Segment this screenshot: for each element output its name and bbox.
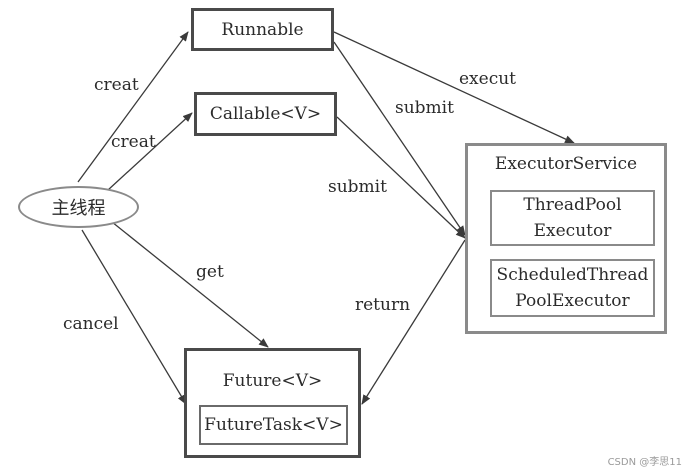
future-task-label: FutureTask<V> [204, 415, 343, 435]
arrow-cancel [81, 229, 187, 405]
arrow-get [111, 221, 269, 348]
edge-label-creat-runnable: creat [94, 75, 139, 95]
thread-pool-executor-line1: ThreadPool [523, 195, 622, 215]
main-thread-node: 主线程 [18, 186, 139, 228]
edge-label-return: return [355, 295, 411, 315]
executor-service-label: ExecutorService [494, 154, 638, 174]
edge-label-get: get [196, 262, 224, 282]
thread-pool-executor-line2: Executor [533, 221, 612, 241]
arrow-return [361, 239, 466, 405]
scheduled-executor-line1: ScheduledThread [496, 265, 649, 285]
edge-label-submit-callable: submit [328, 177, 387, 197]
edge-label-cancel: cancel [63, 314, 119, 334]
edge-label-execut: execut [459, 69, 517, 89]
thread-pool-executor-box: ThreadPool Executor [490, 190, 655, 246]
runnable-box: Runnable [191, 8, 334, 51]
arrow-submit-callable [336, 116, 466, 239]
scheduled-executor-line2: PoolExecutor [515, 291, 630, 311]
future-box: Future<V> FutureTask<V> [184, 348, 361, 458]
edge-label-submit-runnable: submit [395, 98, 454, 118]
scheduled-executor-box: ScheduledThread PoolExecutor [490, 259, 655, 317]
main-thread-label: 主线程 [51, 198, 106, 219]
arrow-submit-runnable [333, 41, 466, 236]
executor-service-box: ExecutorService ThreadPool Executor Sche… [465, 143, 667, 334]
edge-label-creat-callable: creat [111, 132, 156, 152]
watermark: CSDN @李思11 [607, 457, 682, 468]
callable-label: Callable<V> [209, 104, 322, 124]
future-label: Future<V> [222, 371, 323, 391]
arrow-execut [333, 31, 575, 144]
arrow-creat-runnable [77, 31, 189, 183]
runnable-label: Runnable [221, 19, 304, 40]
future-task-box: FutureTask<V> [199, 405, 348, 445]
arrow-creat-callable [107, 112, 193, 191]
callable-box: Callable<V> [194, 92, 337, 136]
